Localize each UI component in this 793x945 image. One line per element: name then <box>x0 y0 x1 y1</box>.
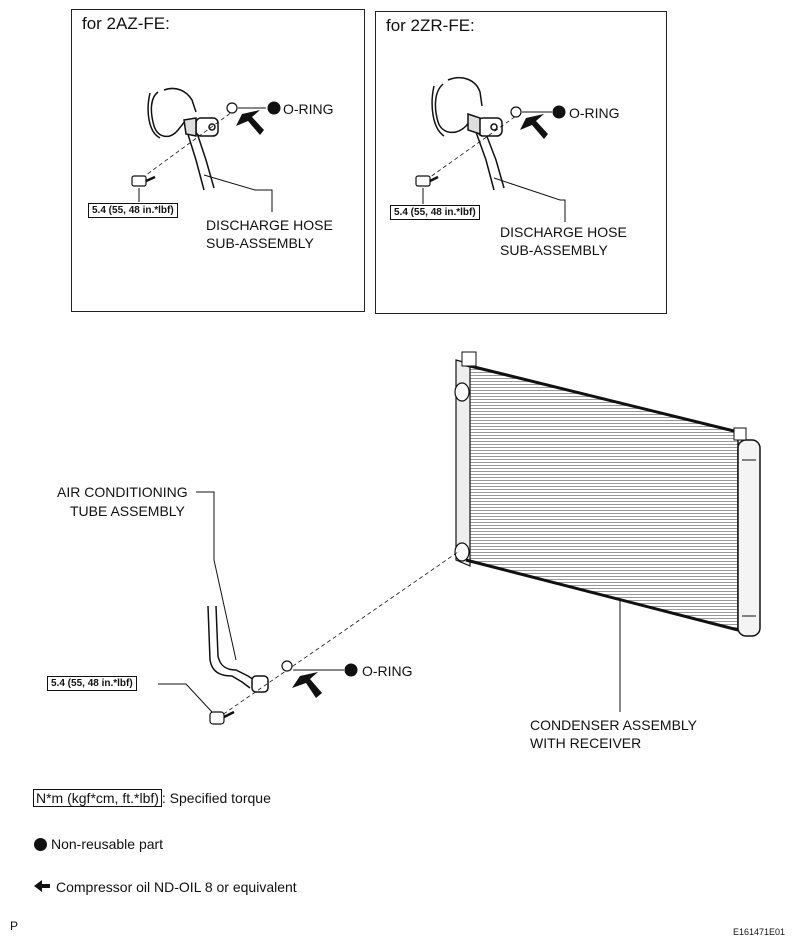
bolt-icon <box>131 175 156 187</box>
oil-arrow-icon <box>520 114 548 139</box>
condenser-assembly <box>454 351 761 637</box>
tube-label-line1: AIR CONDITIONING <box>57 484 188 500</box>
panel-title: for 2ZR-FE: <box>386 16 475 35</box>
legend-nonreusable: Non-reusable part <box>34 835 163 853</box>
figure-id: E161471E01 <box>733 927 786 937</box>
torque-value-box: 5.4 (55, 48 in.*lbf) <box>88 203 178 218</box>
legend-oil-arrow-icon <box>34 880 50 892</box>
discharge-hose-label-line2: SUB-ASSEMBLY <box>500 242 608 258</box>
bolt-icon <box>209 710 235 725</box>
legend-torque-desc: : Specified torque <box>161 790 271 806</box>
tube-label-line2: TUBE ASSEMBLY <box>70 503 185 519</box>
panel-title: for 2AZ-FE: <box>82 14 170 33</box>
legend-torque: N*m (kgf*cm, ft.*lbf): Specified torque <box>33 789 271 807</box>
torque-value-box: 5.4 (55, 48 in.*lbf) <box>47 676 137 691</box>
oring-icon <box>226 102 238 114</box>
condenser-label-line2: WITH RECEIVER <box>530 735 642 751</box>
discharge-hose-2zr <box>431 76 505 191</box>
receiver-tank <box>737 439 761 637</box>
legend-torque-unit-box: N*m (kgf*cm, ft.*lbf) <box>33 789 162 807</box>
bolt-icon <box>415 175 439 187</box>
oring-label: O-RING <box>283 101 334 117</box>
oil-arrow-icon <box>236 110 264 135</box>
panel-2az-fe: for 2AZ-FE: <box>71 9 365 312</box>
discharge-hose-label-line1: DISCHARGE HOSE <box>206 217 333 233</box>
nonreusable-dot-icon <box>344 663 358 677</box>
air-conditioning-tube <box>207 605 269 693</box>
torque-value-box: 5.4 (55, 48 in.*lbf) <box>390 205 480 220</box>
legend-dot-icon <box>34 838 47 851</box>
discharge-hose-2az <box>147 87 219 191</box>
oring-icon <box>281 660 293 672</box>
oring-label: O-RING <box>569 105 620 121</box>
oring-label: O-RING <box>362 663 413 679</box>
oil-arrow-icon <box>292 672 322 698</box>
legend-oil-text: Compressor oil ND-OIL 8 or equivalent <box>56 879 297 895</box>
discharge-hose-label-line1: DISCHARGE HOSE <box>500 224 627 240</box>
oring-icon <box>510 106 522 118</box>
nonreusable-dot-icon <box>552 105 566 119</box>
panel-2zr-fe: for 2ZR-FE: <box>375 11 667 314</box>
nonreusable-dot-icon <box>267 101 281 115</box>
condenser-label-line1: CONDENSER ASSEMBLY <box>530 717 698 733</box>
discharge-hose-label-line2: SUB-ASSEMBLY <box>206 235 314 251</box>
legend-nonreusable-text: Non-reusable part <box>51 836 164 852</box>
footer-mark: P <box>10 919 19 933</box>
